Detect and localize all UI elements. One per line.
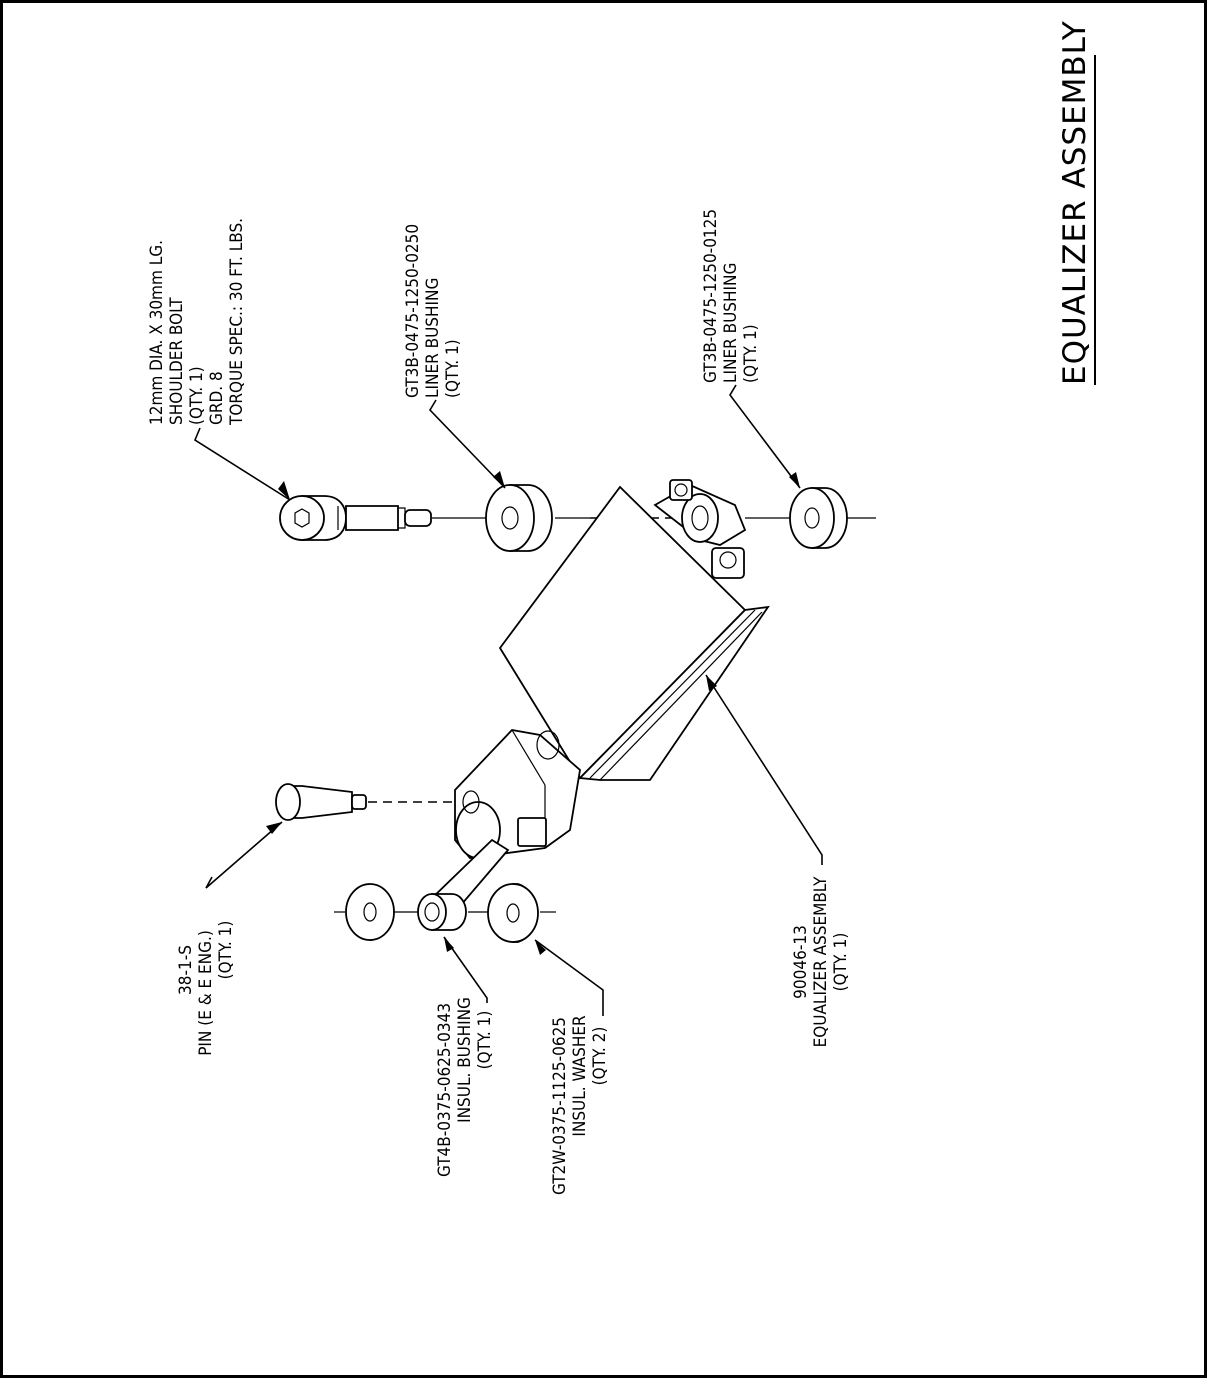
callout-shoulder-bolt-line-3: (QTY. 1) [187, 366, 207, 425]
callout-equalizer-line-3: (QTY. 1) [831, 933, 851, 992]
drawing-title: EQUALIZER ASSEMBLY [1057, 20, 1093, 385]
callout-shoulder-bolt-line-5: TORQUE SPEC.: 30 FT. LBS. [227, 218, 247, 426]
callout-insul-bushing-line-3: (QTY. 1) [475, 1011, 495, 1070]
callout-liner-bushing-a-line-2: LINER BUSHING [423, 278, 443, 398]
callout-equalizer-line-2: EQUALIZER ASSEMBLY [811, 876, 831, 1047]
callout-shoulder-bolt-line-4: GRD. 8 [207, 371, 227, 425]
insul-washer-right-part [487, 883, 539, 943]
pin-part [275, 783, 367, 821]
callout-insul-washer-line-2: INSUL. WASHER [570, 1015, 590, 1137]
insul-bushing-part [417, 893, 467, 931]
shoulder-bolt-part [279, 495, 432, 541]
callout-shoulder-bolt: 12mm DIA. X 30mm LG. SHOULDER BOLT (QTY.… [147, 218, 247, 426]
callout-insul-bushing-line-2: INSUL. BUSHING [455, 997, 475, 1123]
liner-bushing-b-part [789, 487, 848, 549]
callout-shoulder-bolt-line-1: 12mm DIA. X 30mm LG. [147, 240, 167, 425]
callout-pin-line-1: 38-1-S [176, 945, 196, 995]
callout-insul-washer-line-3: (QTY. 2) [590, 1027, 610, 1086]
callout-insul-washer-line-1: GT2W-0375-1125-0625 [550, 1017, 570, 1195]
callout-shoulder-bolt-line-2: SHOULDER BOLT [167, 297, 187, 425]
callout-liner-bushing-b-line-1: GT3B-0475-1250-0125 [701, 209, 721, 383]
callout-equalizer-line-1: 90046-13 [791, 925, 811, 999]
leader-lines [194, 384, 823, 1016]
callout-pin-line-2: PIN (E & E ENG.) [196, 930, 216, 1056]
callout-pin: 38-1-S PIN (E & E ENG.) (QTY. 1) [176, 921, 236, 1056]
callout-insul-washer: GT2W-0375-1125-0625 INSUL. WASHER (QTY. … [550, 1015, 610, 1195]
callout-pin-line-3: (QTY. 1) [216, 921, 236, 980]
callout-insul-bushing: GT4B-0375-0625-0343 INSUL. BUSHING (QTY.… [435, 997, 495, 1177]
callout-liner-bushing-a-line-3: (QTY. 1) [443, 339, 463, 398]
insul-washer-left-part [345, 883, 395, 941]
callout-liner-bushing-b-line-2: LINER BUSHING [721, 263, 741, 383]
equalizer-body-part [428, 479, 770, 914]
callout-insul-bushing-line-1: GT4B-0375-0625-0343 [435, 1003, 455, 1177]
callout-equalizer: 90046-13 EQUALIZER ASSEMBLY (QTY. 1) [791, 876, 851, 1047]
callout-liner-bushing-b-line-3: (QTY. 1) [741, 324, 761, 383]
callout-liner-bushing-a: GT3B-0475-1250-0250 LINER BUSHING (QTY. … [403, 224, 463, 398]
liner-bushing-a-part [485, 484, 553, 552]
callout-liner-bushing-b: GT3B-0475-1250-0125 LINER BUSHING (QTY. … [701, 209, 761, 383]
callout-liner-bushing-a-line-1: GT3B-0475-1250-0250 [403, 224, 423, 398]
